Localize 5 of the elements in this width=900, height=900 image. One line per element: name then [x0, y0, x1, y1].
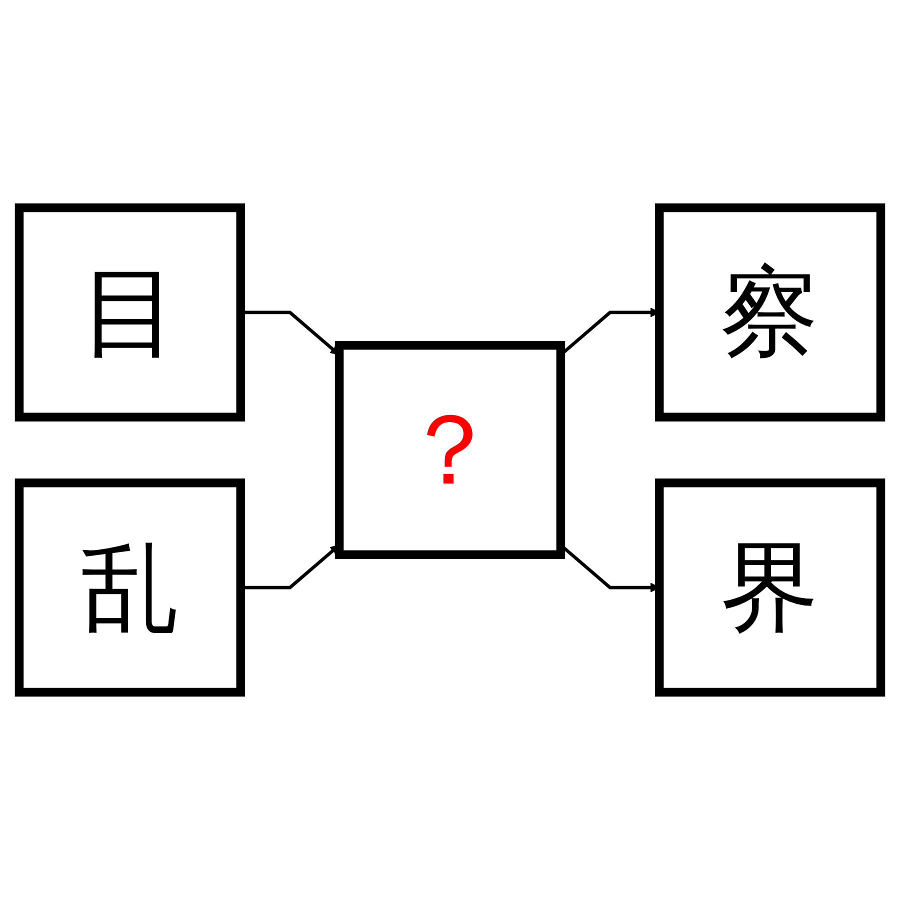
node-box: 察 — [654, 203, 886, 422]
node-box: ？ — [334, 340, 566, 560]
node-box: 乱 — [14, 478, 246, 697]
node-box: 界 — [654, 478, 886, 697]
node-box: 目 — [14, 203, 246, 422]
